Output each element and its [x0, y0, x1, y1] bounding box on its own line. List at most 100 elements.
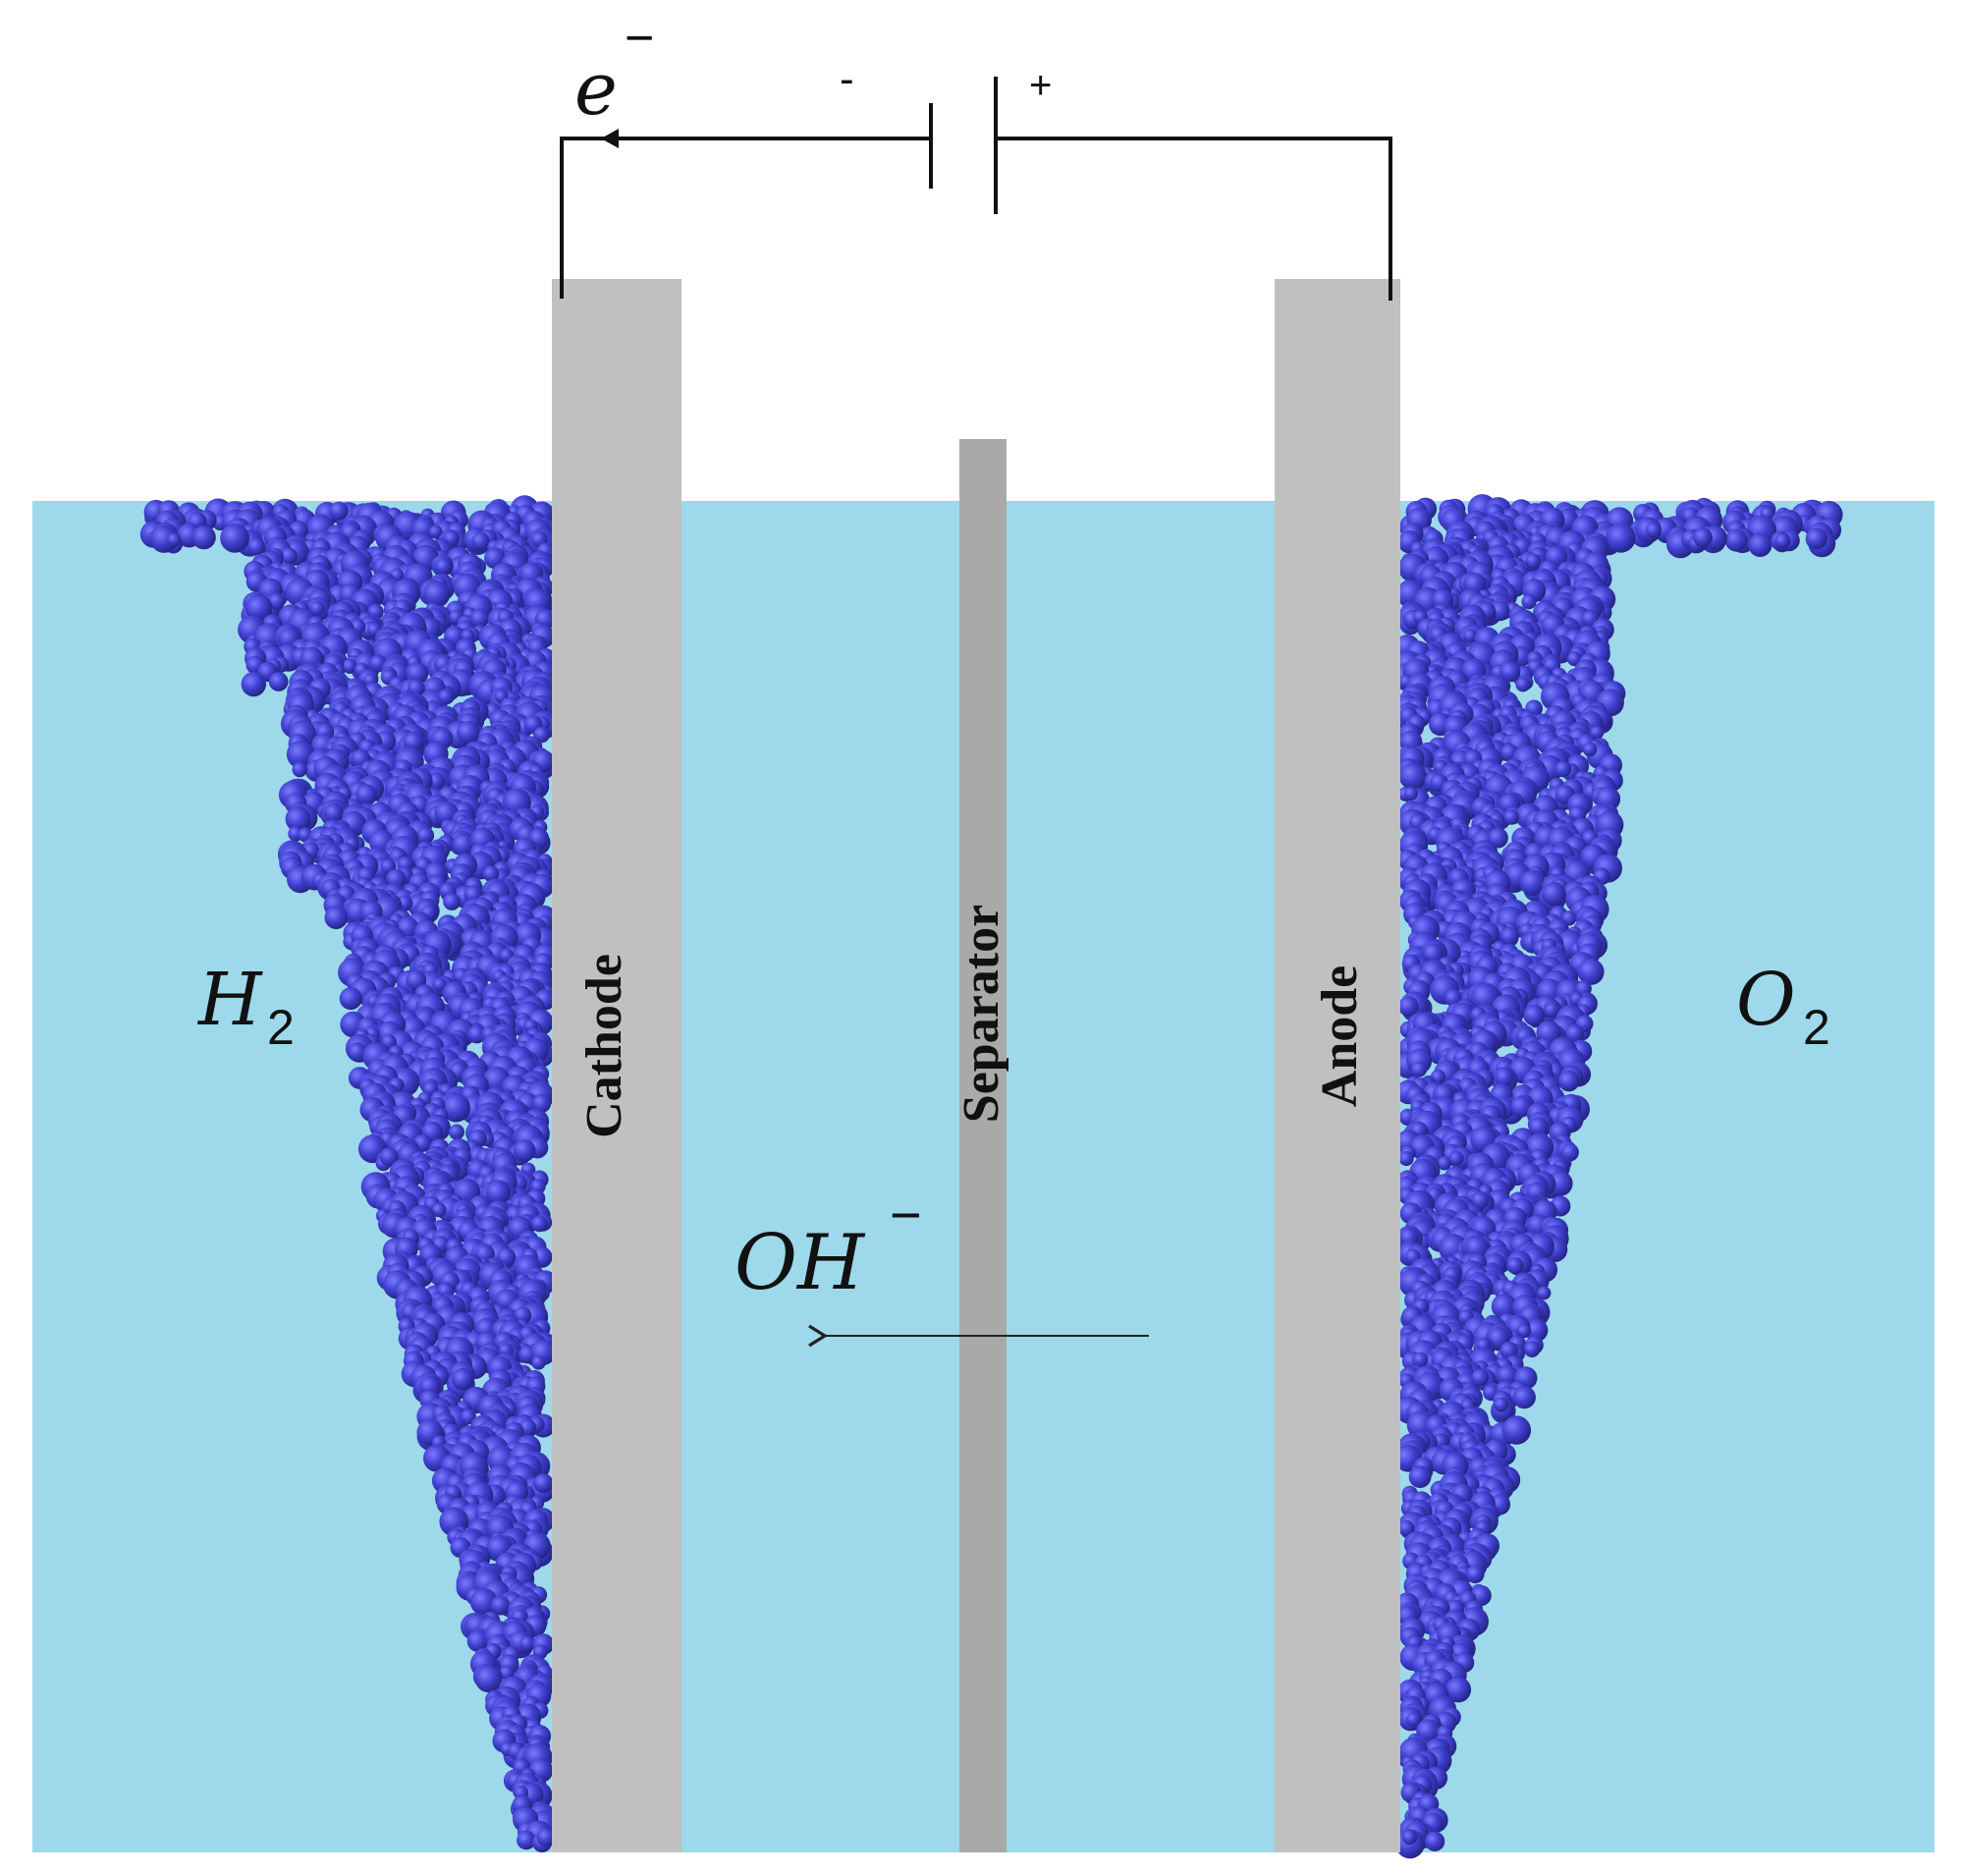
gas-bubble	[1499, 926, 1519, 946]
cathode-electrode	[552, 279, 681, 1852]
gas-bubble	[292, 761, 307, 778]
gas-bubble	[355, 784, 378, 806]
gas-bubble	[474, 1665, 503, 1693]
negative-terminal-label: -	[840, 55, 854, 103]
gas-bubble	[432, 977, 447, 992]
gas-bubble	[519, 1635, 536, 1652]
gas-bubble	[438, 689, 454, 705]
hydroxide-label: OH	[735, 1219, 866, 1307]
gas-bubble	[1523, 1341, 1541, 1357]
gas-bubble	[268, 592, 286, 610]
anode-label: Anode	[1312, 966, 1368, 1107]
gas-bubble	[324, 802, 344, 823]
gas-bubble	[1774, 532, 1791, 549]
separator-membrane	[959, 439, 1007, 1852]
gas-bubble	[1510, 1096, 1533, 1118]
gas-bubble	[1463, 629, 1478, 643]
gas-bubble	[443, 893, 461, 910]
gas-bubble	[457, 721, 480, 745]
oxygen-bubbles	[1393, 494, 1843, 1859]
electron-flow-arrow	[601, 129, 619, 148]
hydrogen-label: H	[196, 958, 263, 1042]
gas-bubble	[286, 741, 315, 769]
gas-bubble	[517, 1830, 536, 1850]
hydrogen-subscript: 2	[267, 1000, 295, 1055]
cathode-wire	[560, 137, 931, 299]
gas-bubble	[191, 524, 216, 550]
hydrogen-bubbles	[139, 495, 559, 1852]
gas-bubble	[1494, 1397, 1509, 1412]
separator-label: Separator	[953, 905, 1009, 1123]
gas-bubble	[1444, 989, 1462, 1007]
gas-bubble	[1495, 1068, 1514, 1087]
gas-bubble	[416, 826, 435, 845]
gas-bubble	[490, 1595, 511, 1616]
gas-bubble	[1398, 996, 1419, 1017]
gas-bubble	[220, 524, 250, 553]
gas-bubble	[1471, 1368, 1490, 1387]
gas-bubble	[532, 1093, 552, 1113]
gas-bubble	[536, 1828, 556, 1848]
gas-bubble	[1525, 553, 1542, 570]
gas-bubble	[1693, 527, 1713, 548]
gas-bubble	[1521, 594, 1537, 610]
gas-bubble	[329, 501, 349, 521]
gas-bubble	[485, 1180, 512, 1205]
gas-bubble	[1805, 527, 1827, 550]
gas-bubble	[431, 1202, 447, 1218]
gas-bubble	[533, 1473, 554, 1494]
external-circuit	[560, 77, 1392, 301]
gas-bubble	[403, 731, 424, 752]
gas-bubble	[1503, 809, 1519, 825]
oxygen-label: O	[1736, 958, 1796, 1042]
gas-bubble	[1412, 1352, 1429, 1368]
gas-bubble	[423, 580, 451, 608]
gas-bubble	[451, 1368, 474, 1391]
gas-bubble	[1466, 1565, 1485, 1584]
anode-electrode	[1275, 279, 1400, 1852]
gas-bubble	[339, 987, 362, 1011]
gas-bubble	[1401, 1829, 1417, 1846]
gas-bubble	[428, 524, 443, 539]
gas-bubble	[1524, 1318, 1549, 1343]
gas-bubble	[513, 1139, 536, 1162]
gas-bubble	[1577, 958, 1605, 985]
positive-terminal-label: +	[1029, 64, 1052, 107]
gas-bubble	[241, 671, 266, 697]
gas-bubble	[452, 833, 475, 856]
gas-bubble	[379, 1147, 399, 1167]
gas-bubble	[1519, 869, 1547, 896]
gas-bubble	[482, 865, 500, 882]
gas-bubble	[531, 1355, 546, 1370]
gas-bubble	[1424, 1831, 1445, 1851]
gas-bubble	[285, 805, 311, 832]
gas-bubble	[471, 531, 490, 551]
gas-bubble	[461, 1408, 476, 1425]
gas-bubble	[449, 1124, 464, 1140]
gas-bubble	[1512, 1386, 1536, 1409]
gas-bubble	[1516, 1323, 1532, 1339]
gas-bubble	[1582, 742, 1598, 757]
oxygen-subscript: 2	[1803, 1000, 1830, 1055]
gas-bubble	[342, 658, 357, 675]
gas-bubble	[309, 600, 325, 616]
gas-bubble	[531, 1215, 548, 1233]
gas-bubble	[280, 547, 298, 565]
gas-bubble	[150, 524, 179, 553]
gas-bubble	[1565, 1024, 1585, 1043]
gas-bubble	[469, 1587, 498, 1616]
gas-bubble	[1554, 760, 1572, 778]
cathode-label: Cathode	[576, 954, 632, 1138]
electron-label: e	[574, 47, 618, 132]
gas-bubble	[1501, 1415, 1532, 1445]
gas-bubble	[1748, 532, 1772, 558]
gas-bubble	[1437, 1156, 1452, 1171]
gas-bubble	[245, 594, 273, 622]
gas-bubble	[1404, 787, 1418, 800]
gas-bubble	[1398, 1519, 1415, 1537]
gas-bubble	[469, 608, 490, 629]
gas-bubble	[348, 1042, 367, 1062]
gas-bubble	[1399, 762, 1427, 791]
anode-wire	[996, 137, 1392, 301]
